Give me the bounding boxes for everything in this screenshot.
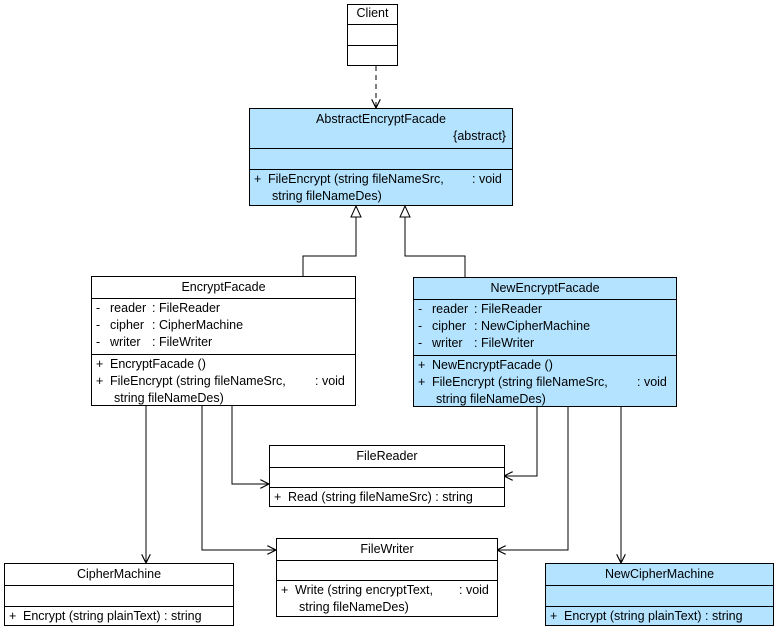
class-cipher-machine[interactable]: CipherMachine +Encrypt (string plainText… [4,563,234,626]
operation-file-encrypt: +FileEncrypt (string fileNameSrc, : void [96,374,345,388]
operation-continuation: string fileNameDes) [436,392,546,406]
return-type: : void [459,583,489,597]
attributes-section: -reader: FileReader -cipher: NewCipherMa… [414,299,676,355]
generalization-arrowhead-left [350,204,362,218]
class-new-encrypt-facade[interactable]: NewEncryptFacade -reader: FileReader -ci… [413,277,677,407]
attribute-reader: -reader: FileReader [96,301,221,315]
class-client[interactable]: Client [347,4,398,66]
operation-constructor: +EncryptFacade () [96,357,206,371]
return-type: : void [315,374,345,388]
operations-section: +Encrypt (string plainText) : string [546,606,773,626]
attribute-writer: -writer: FileWriter [418,336,535,350]
stereotype-label: {abstract} [453,129,506,143]
operations-section: +Read (string fileNameSrc) : string [270,487,504,507]
operations-section: +FileEncrypt (string fileNameSrc, : void… [250,169,512,206]
class-name: NewEncryptFacade [490,281,600,295]
assoc-newencryptfacade-filewriter [497,406,569,550]
operations-section: +Encrypt (string plainText) : string [5,606,233,626]
operation-write: +Write (string encryptText, : void [281,583,489,597]
attributes-section [270,467,504,487]
operation-constructor: +NewEncryptFacade () [418,358,553,372]
attributes-section: -reader: FileReader -cipher: CipherMachi… [92,298,355,354]
assoc-newencryptfacade-filereader [504,406,538,476]
class-abstract-encrypt-facade[interactable]: AbstractEncryptFacade {abstract} +FileEn… [249,108,513,206]
class-name: EncryptFacade [181,280,266,294]
operations-section: +NewEncryptFacade () +FileEncrypt (strin… [414,355,676,407]
operations-section: +Write (string encryptText, : void strin… [277,580,497,617]
operation-continuation: string fileNameDes) [114,391,224,405]
class-name: Client [356,6,389,20]
class-name: FileWriter [360,542,414,556]
class-new-cipher-machine[interactable]: NewCipherMachine +Encrypt (string plainT… [545,563,774,626]
class-encrypt-facade[interactable]: EncryptFacade -reader: FileReader -ciphe… [91,276,356,406]
assoc-encryptfacade-filereader [231,405,269,484]
class-name: FileReader [356,449,418,463]
attribute-cipher: -cipher: NewCipherMachine [418,319,591,333]
class-name: NewCipherMachine [604,567,715,581]
operation-encrypt: +Encrypt (string plainText) : string [9,609,202,623]
class-file-reader[interactable]: FileReader +Read (string fileNameSrc) : … [269,445,505,507]
class-name: AbstractEncryptFacade [316,112,446,126]
operation-continuation: string fileNameDes) [299,600,409,614]
attributes-section [546,585,773,606]
attributes-section [250,148,512,169]
generalization-arrowhead-right [399,204,411,218]
operation-file-encrypt: +FileEncrypt (string fileNameSrc, : void [418,375,667,389]
operations-section: +EncryptFacade () +FileEncrypt (string f… [92,354,355,406]
class-name: CipherMachine [76,567,162,581]
generalization-newencryptfacade [404,217,466,277]
attributes-section [348,24,397,45]
assoc-encryptfacade-filewriter [201,405,276,550]
attributes-section [5,585,233,606]
attributes-section [277,560,497,580]
attribute-reader: -reader: FileReader [418,302,543,316]
operation-continuation: string fileNameDes) [272,189,382,203]
return-type: : void [637,375,667,389]
attribute-cipher: -cipher: CipherMachine [96,318,244,332]
operation-read: +Read (string fileNameSrc) : string [274,490,473,504]
class-file-writer[interactable]: FileWriter +Write (string encryptText, :… [276,538,498,617]
attribute-writer: -writer: FileWriter [96,335,213,349]
operation-file-encrypt: +FileEncrypt (string fileNameSrc, : void [254,172,502,186]
operation-encrypt: +Encrypt (string plainText) : string [550,609,743,623]
generalization-encryptfacade [302,217,357,276]
return-type: : void [472,172,502,186]
operations-section [348,45,397,65]
